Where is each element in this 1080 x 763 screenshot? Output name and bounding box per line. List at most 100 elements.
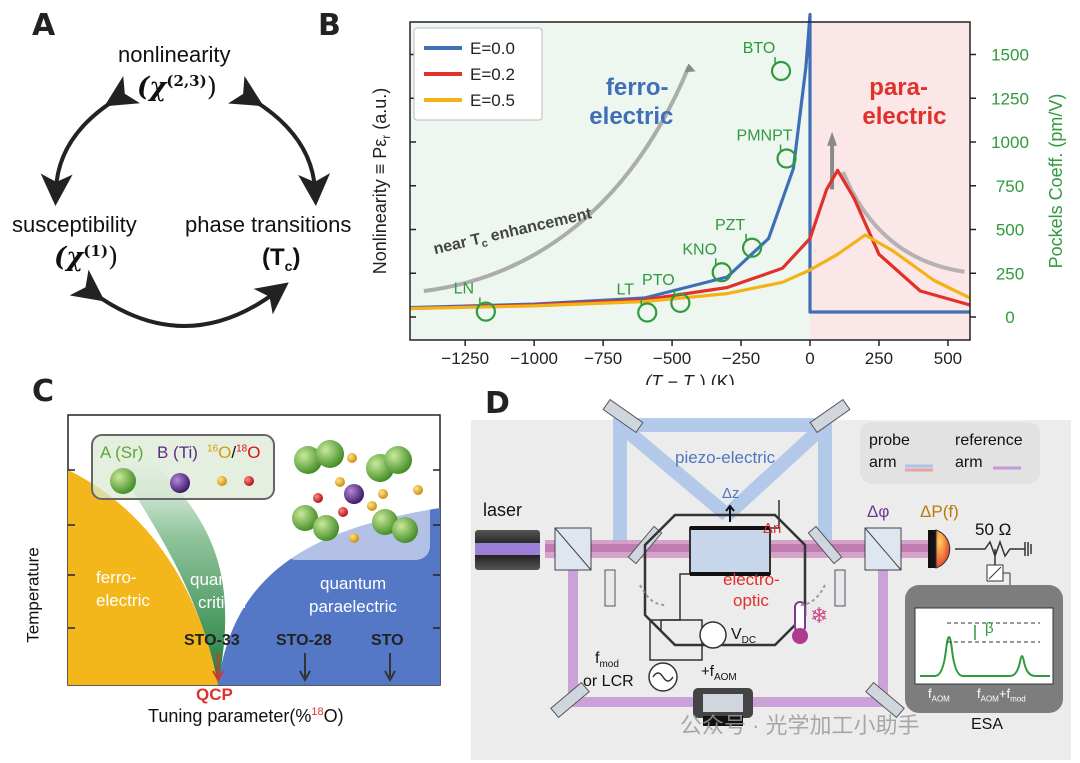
material-label: LT (616, 282, 634, 299)
material-label: PTO (642, 272, 675, 289)
o18-atom-icon (244, 476, 254, 486)
sr-atom-icon (110, 468, 136, 494)
faom-label: +fAOM (701, 663, 737, 683)
y2-tick-label: 500 (996, 221, 1024, 240)
x-tick-label: −250 (722, 349, 760, 368)
laser-label: laser (483, 500, 523, 520)
tc-symbol: (Tc) (262, 244, 300, 274)
quantum-paraelectric-label-2: paraelectric (309, 597, 397, 616)
legend-box (413, 27, 543, 121)
ferroelectric-label-1: ferro- (606, 74, 669, 101)
ferroelectric-label-2: electric (96, 591, 150, 610)
chi-order: (1) (83, 242, 109, 260)
quantum-critical-label-1: quantum (190, 570, 257, 589)
x-tick-label: −1000 (510, 349, 558, 368)
close-paren: ) (108, 242, 119, 273)
cycle-arrows (40, 75, 331, 328)
para-arrow-head (827, 131, 838, 146)
panel-label-d: D (485, 386, 510, 421)
series-line-2 (409, 233, 971, 311)
region-quantum-critical (115, 458, 226, 685)
electro-optic-label-2: optic (733, 591, 769, 610)
vdc-sub: DC (741, 635, 757, 647)
resistor-label: 50 Ω (975, 520, 1012, 539)
snowflake-icon: ❄ (810, 603, 828, 628)
tuning-axis-text: Tuning parameter(% (148, 706, 312, 726)
nonlinearity-symbol: (χ(2,3)) (137, 72, 217, 103)
material-label: BTO (743, 40, 776, 57)
crystal-sample (689, 527, 771, 575)
photodetector-icon (935, 529, 951, 569)
legend-sr-label: A (Sr) (100, 443, 144, 462)
panel-label-a: A (32, 8, 56, 43)
legend-ti-label: B (Ti) (157, 443, 198, 462)
y2-axis-label: Pockels Coeff. (pm/V) (1046, 94, 1066, 269)
probe-beam (613, 418, 832, 545)
temperature-axis-label: Temperature (23, 547, 43, 643)
watermark-text: 公众号 · 光学加工小助手 (680, 713, 920, 738)
esa-f2-plus-sub: mod (1010, 694, 1026, 704)
arrow-left-cycle (40, 75, 141, 206)
esa-spectrum (920, 636, 1050, 677)
fmod-label: fmod (595, 650, 619, 670)
reference-arm-label-1: reference (955, 432, 1023, 449)
paraelectric-label-1: para- (869, 74, 928, 101)
panel-label-c: C (32, 374, 55, 409)
chi-symbol: (χ (137, 72, 167, 103)
material-marker (475, 301, 496, 322)
sto33-label: STO-33 (184, 632, 240, 649)
material-marker (776, 148, 797, 169)
o18-label: O (247, 443, 261, 462)
arrow-right-cycle (228, 76, 331, 206)
vdc-label: VDC (731, 626, 756, 646)
paraelectric-label-2: electric (862, 103, 946, 130)
esa-f1-sub: AOM (931, 694, 950, 704)
tuning-axis-end: O) (323, 706, 344, 726)
quantum-paraelectric-label-1: quantum (320, 574, 387, 593)
panel-a: A nonlinearity (χ(2,3)) susceptibility (… (0, 0, 380, 360)
legend-oxygen-label: 16O/18O (207, 443, 260, 463)
beta-label: β (985, 620, 994, 637)
esa-f2-plus: +f (998, 686, 1011, 701)
paraelectric-region (810, 22, 970, 340)
phase-diagram (67, 414, 441, 686)
material-marker (670, 292, 691, 313)
tuning-axis-sup: 18 (311, 706, 324, 718)
piezo-motion-arrows (639, 584, 826, 606)
ti-atom-icon (170, 473, 190, 493)
beam-splitter-icon (554, 527, 902, 571)
esa-faom-label: fAOM (928, 686, 950, 704)
dphi-label: Δφ (867, 502, 890, 521)
legend-label: E=0.5 (470, 91, 515, 110)
esa-f1-text: f (928, 686, 932, 701)
legend-label: E=0.0 (470, 39, 515, 58)
atom-legend-box (91, 434, 275, 500)
material-marker (711, 262, 732, 283)
panel-d: D (465, 380, 1080, 763)
panel-c: C (0, 370, 460, 763)
dz-label: Δz (722, 485, 740, 502)
material-label: PZT (715, 217, 745, 234)
optical-setup-diagram: ❄ (471, 398, 1071, 760)
material-marker (741, 237, 763, 258)
y-axis-label: Nonlinearity ≡ Pεr (a.u.) (370, 88, 393, 275)
enhancement-arrow-head (684, 63, 696, 73)
legend-label: E=0.2 (470, 65, 515, 84)
sample-arrows (212, 653, 396, 683)
sto-label: STO (371, 632, 404, 649)
faom-text: +f (701, 663, 714, 680)
arrow-bottom-cycle (69, 269, 289, 328)
tc-text: (T (262, 244, 285, 271)
material-marker (770, 60, 792, 82)
o16-sup: 16 (207, 443, 219, 455)
electro-optic-label-1: electro- (723, 570, 780, 589)
x-tick-label: 250 (865, 349, 893, 368)
y2-tick-label: 0 (1005, 308, 1014, 327)
tuning-axis-label: Tuning parameter(%18O) (148, 706, 344, 727)
enhancement-arrow (423, 66, 691, 293)
material-label: KNO (682, 241, 717, 258)
region-ferroelectric (68, 470, 218, 685)
plot-frame (409, 21, 971, 341)
y2-tick-label: 1500 (991, 46, 1029, 65)
susceptibility-symbol: (χ(1)) (54, 242, 118, 273)
